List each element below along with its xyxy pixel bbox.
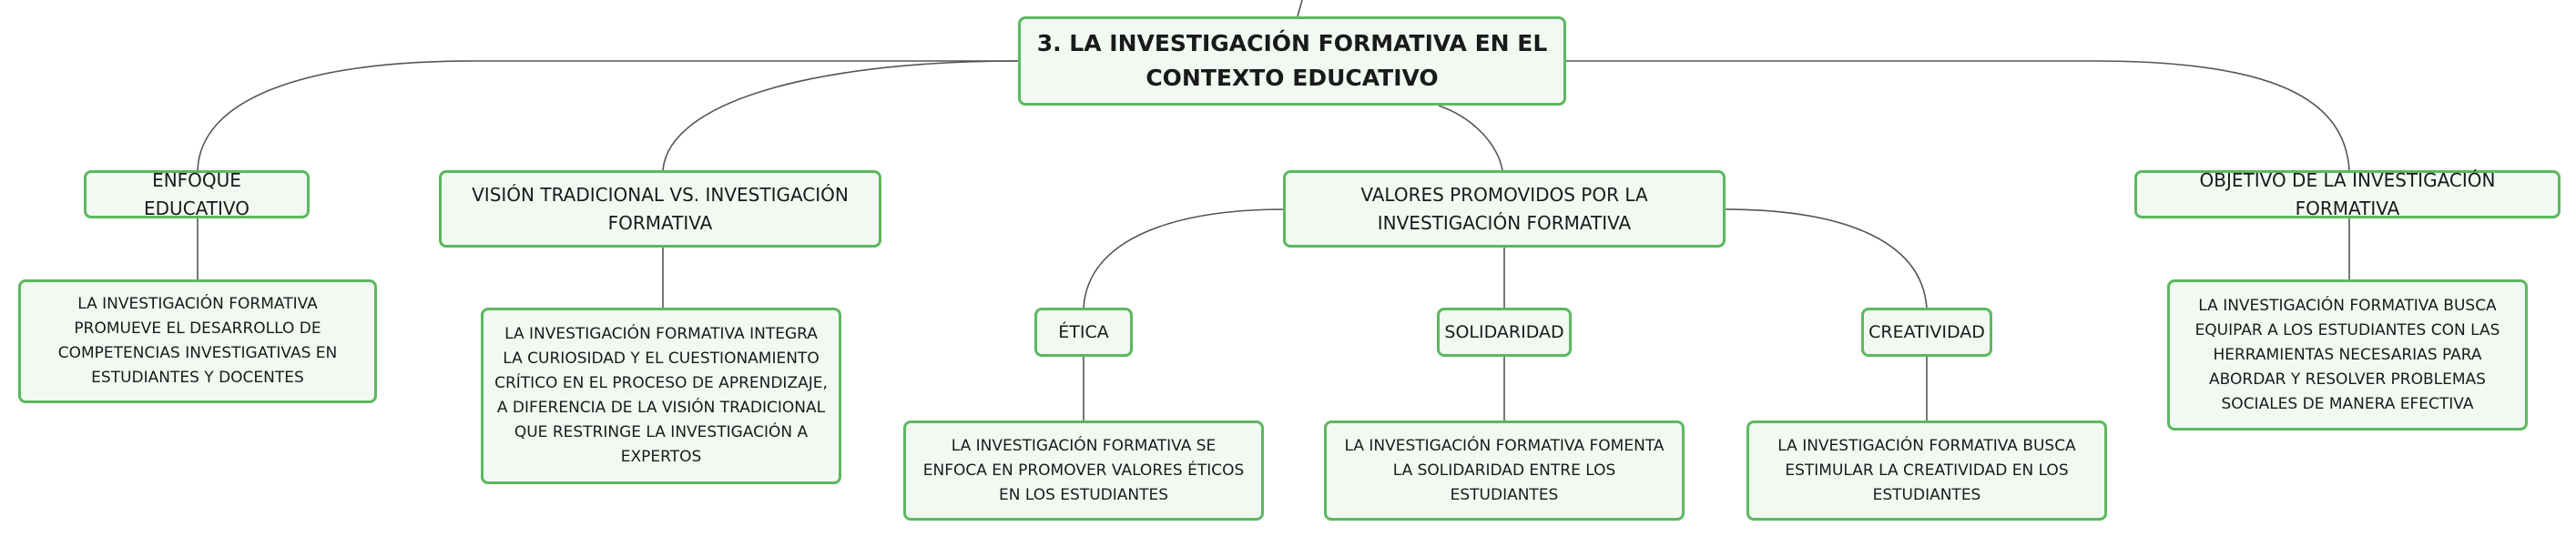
topic-objetivo-label: OBJETIVO DE LA INVESTIGACIÓN FORMATIVA (2199, 168, 2496, 219)
detail-creatividad-text: LA INVESTIGACIÓN FORMATIVA BUSCA ESTIMUL… (1777, 436, 2076, 504)
connector-root-up (1297, 0, 1303, 17)
subtopic-creatividad[interactable]: CREATIVIDAD (1861, 308, 1992, 357)
connector-root-vision (662, 60, 1019, 171)
detail-objetivo-text: LA INVESTIGACIÓN FORMATIVA BUSCA EQUIPAR… (2194, 296, 2500, 413)
detail-etica-text: LA INVESTIGACIÓN FORMATIVA SE ENFOCA EN … (922, 436, 1245, 504)
root-topic[interactable]: 3. LA INVESTIGACIÓN FORMATIVA EN EL CONT… (1018, 16, 1566, 106)
detail-enfoque-text: LA INVESTIGACIÓN FORMATIVA PROMUEVE EL D… (57, 295, 338, 387)
connector-root-objetivo (1566, 60, 2350, 171)
detail-vision-tradicional[interactable]: LA INVESTIGACIÓN FORMATIVA INTEGRA LA CU… (481, 308, 841, 484)
detail-objetivo[interactable]: LA INVESTIGACIÓN FORMATIVA BUSCA EQUIPAR… (2167, 279, 2528, 431)
subtopic-solidaridad[interactable]: SOLIDARIDAD (1437, 308, 1572, 357)
connector-valores-creatividad (1723, 208, 1928, 309)
subtopic-etica-label: ÉTICA (1058, 321, 1109, 342)
subtopic-solidaridad-label: SOLIDARIDAD (1444, 321, 1564, 342)
topic-vision-tradicional[interactable]: VISIÓN TRADICIONAL VS. INVESTIGACIÓN FOR… (439, 170, 881, 248)
topic-vision-label: VISIÓN TRADICIONAL VS. INVESTIGACIÓN FOR… (472, 183, 849, 234)
detail-vision-text: LA INVESTIGACIÓN FORMATIVA INTEGRA LA CU… (494, 325, 828, 466)
detail-solidaridad[interactable]: LA INVESTIGACIÓN FORMATIVA FOMENTA LA SO… (1324, 420, 1685, 521)
topic-valores-promovidos[interactable]: VALORES PROMOVIDOS POR LA INVESTIGACIÓN … (1283, 170, 1726, 248)
root-title: 3. LA INVESTIGACIÓN FORMATIVA EN EL CONT… (1036, 30, 1548, 91)
topic-enfoque-educativo[interactable]: ENFOQUE EDUCATIVO (84, 169, 310, 219)
detail-creatividad[interactable]: LA INVESTIGACIÓN FORMATIVA BUSCA ESTIMUL… (1746, 420, 2107, 521)
connector-root-valores (1438, 105, 1503, 171)
detail-enfoque-educativo[interactable]: LA INVESTIGACIÓN FORMATIVA PROMUEVE EL D… (18, 279, 377, 403)
topic-objetivo[interactable]: OBJETIVO DE LA INVESTIGACIÓN FORMATIVA (2134, 169, 2561, 219)
topic-enfoque-label: ENFOQUE EDUCATIVO (144, 168, 249, 219)
connector-root-enfoque (197, 60, 1018, 171)
detail-solidaridad-text: LA INVESTIGACIÓN FORMATIVA FOMENTA LA SO… (1344, 436, 1665, 504)
subtopic-creatividad-label: CREATIVIDAD (1868, 321, 1985, 342)
detail-etica[interactable]: LA INVESTIGACIÓN FORMATIVA SE ENFOCA EN … (903, 420, 1264, 521)
connector-valores-etica (1083, 208, 1286, 309)
subtopic-etica[interactable]: ÉTICA (1034, 308, 1133, 357)
topic-valores-label: VALORES PROMOVIDOS POR LA INVESTIGACIÓN … (1360, 183, 1648, 234)
